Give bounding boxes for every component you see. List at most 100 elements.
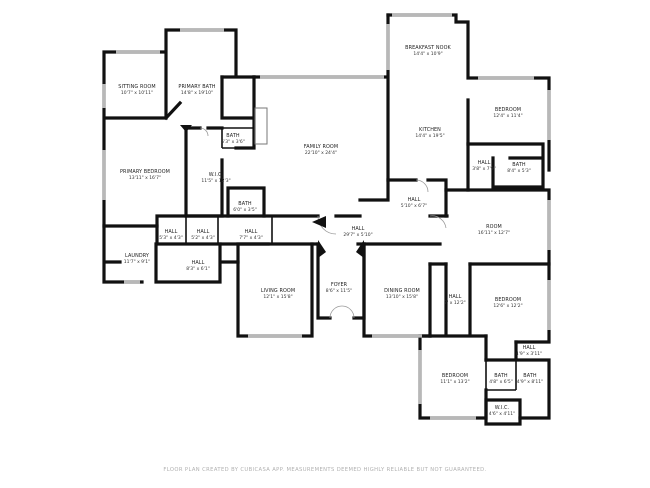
wall-hall-dividers	[185, 216, 273, 244]
room-bedroom-1: BEDROOM 12'4" x 11'4"	[493, 107, 522, 119]
footer-disclaimer: FLOOR PLAN CREATED BY CUBICASA APP. MEAS…	[163, 467, 486, 473]
door-swing	[415, 179, 429, 193]
wall-bedroom-2	[514, 262, 551, 344]
room-name: PRIMARY BEDROOM	[120, 169, 170, 175]
door-swing	[329, 305, 343, 319]
room-size: 4'6" x 4'11"	[489, 411, 515, 417]
room-size: 5'2" x 4'3"	[191, 235, 215, 241]
room-dining-room: DINING ROOM 13'10" x 15'8"	[384, 288, 420, 300]
room-bath-1: BATH 5'3" x 3'6"	[221, 133, 245, 145]
room-name: BATH	[512, 162, 526, 168]
room-hall-1: HALL 3'8" x 7'9"	[472, 160, 496, 172]
room-name: HALL	[197, 229, 210, 235]
wall-laundry	[102, 224, 240, 284]
room-hall-7: HALL 8'3" x 6'1"	[186, 260, 210, 272]
room-size: 22'10" x 24'4"	[305, 150, 337, 156]
room-name: BATH	[494, 373, 508, 379]
room-name: HALL	[352, 226, 365, 232]
doors	[180, 107, 447, 319]
room-size: 6'0" x 3'5"	[233, 207, 257, 213]
room-size: 4'8" x 6'5"	[489, 379, 513, 385]
room-name: HALL	[192, 260, 205, 266]
room-hall-3: HALL 5'3" x 4'3"	[159, 229, 183, 241]
room-size: 14'8" x 19'10"	[181, 90, 213, 96]
wall-column	[356, 240, 364, 258]
room-bath-4: BATH 4'8" x 6'5"	[489, 373, 513, 385]
room-bath-5: BATH 4'9" x 8'11"	[517, 373, 543, 385]
room-size: 3'8" x 7'9"	[472, 166, 496, 172]
room-size: 11'7" x 9'1"	[124, 259, 150, 265]
room-name: BREAKFAST NOOK	[405, 45, 451, 51]
room-name: DINING ROOM	[384, 288, 420, 294]
door-swing	[199, 127, 209, 137]
room-hall-8: HALL 7' x 12'2"	[444, 294, 466, 306]
room-name: BEDROOM	[442, 373, 468, 379]
room-size: 14'4" x 10'9"	[413, 51, 442, 57]
room-size: 12'1" x 15'8"	[263, 294, 292, 300]
windows	[102, 13, 551, 420]
room-name: ROOM	[486, 224, 502, 230]
room-name: SITTING ROOM	[118, 84, 155, 90]
room-labels: SITTING ROOM 10'7" x 10'11" PRIMARY BATH…	[118, 45, 543, 417]
wall-kitchen-east	[386, 98, 470, 192]
room-bath-3: BATH 8'4" x 5'3"	[507, 162, 531, 174]
room-bedroom-2: BEDROOM 12'6" x 12'2"	[493, 297, 522, 309]
room-wic-1: W.I.C. 11'5" x 12'3"	[201, 172, 230, 184]
room-name: LAUNDRY	[125, 253, 149, 259]
door-swing	[341, 305, 355, 319]
wall-column	[312, 216, 326, 228]
wall-bath-4-5	[485, 360, 517, 391]
room-name: PRIMARY BATH	[178, 84, 215, 90]
room-name: HALL	[449, 294, 462, 300]
room-breakfast-nook: BREAKFAST NOOK 14'4" x 10'9"	[405, 45, 451, 57]
wall-column	[318, 240, 326, 258]
room-name: BATH	[226, 133, 240, 139]
room-size: 4'9" x 8'11"	[517, 379, 543, 385]
room-name: BEDROOM	[495, 107, 521, 113]
room-room: ROOM 16'11" x 12'7"	[478, 224, 510, 236]
room-bedroom-3: BEDROOM 11'1" x 13'2"	[440, 373, 469, 385]
room-living-room: LIVING ROOM 12'1" x 15'8"	[261, 288, 295, 300]
room-hall-9: HALL 4'9" x 3'11"	[516, 345, 542, 357]
room-name: W.I.C.	[495, 405, 510, 411]
room-size: 8'6" x 11'5"	[326, 288, 352, 294]
wall-column	[180, 125, 192, 132]
room-size: 10'7" x 10'11"	[121, 90, 153, 96]
wall-wic-2	[484, 398, 522, 426]
room-primary-bath: PRIMARY BATH 14'8" x 19'10"	[178, 84, 215, 96]
fireplace	[254, 107, 268, 145]
room-foyer: FOYER 8'6" x 11'5"	[326, 282, 352, 294]
room-name: BATH	[238, 201, 252, 207]
room-kitchen: KITCHEN 14'4" x 19'5"	[415, 127, 444, 139]
room-size: 7'7" x 4'3"	[239, 235, 263, 241]
room-size: 11'1" x 13'2"	[440, 379, 469, 385]
room-size: 16'11" x 12'7"	[478, 230, 510, 236]
room-size: 7' x 12'2"	[444, 300, 466, 306]
wall-bedroom-1	[466, 142, 545, 189]
room-name: KITCHEN	[419, 127, 441, 133]
wall-foyer	[316, 242, 366, 320]
room-hall-5: HALL 7'7" x 4'3"	[239, 229, 263, 241]
room-size: 5'3" x 4'3"	[159, 235, 183, 241]
room-size: 29'7" x 5'10"	[343, 232, 372, 238]
room-size: 12'4" x 11'4"	[493, 113, 522, 119]
room-laundry: LAUNDRY 11'7" x 9'1"	[124, 253, 150, 265]
room-size: 8'3" x 6'1"	[186, 266, 210, 272]
room-name: LIVING ROOM	[261, 288, 295, 294]
door-swing	[429, 215, 447, 229]
room-name: W.I.C.	[209, 172, 224, 178]
room-name: BEDROOM	[495, 297, 521, 303]
room-name: HALL	[478, 160, 491, 166]
wall-bedroom-3	[418, 334, 488, 420]
wall-wic-1	[184, 126, 224, 218]
room-sitting-room: SITTING ROOM 10'7" x 10'11"	[118, 84, 155, 96]
room-name: FAMILY ROOM	[304, 144, 338, 150]
wall-bath-1	[221, 127, 254, 149]
room-size: 4'9" x 3'11"	[516, 351, 542, 357]
room-name: FOYER	[331, 282, 348, 288]
room-hall-6: HALL 29'7" x 5'10"	[343, 226, 372, 238]
room-name: BATH	[523, 373, 537, 379]
room-size: 8'4" x 5'3"	[507, 168, 531, 174]
room-size: 11'5" x 12'3"	[201, 178, 230, 184]
door-swing	[317, 215, 337, 235]
